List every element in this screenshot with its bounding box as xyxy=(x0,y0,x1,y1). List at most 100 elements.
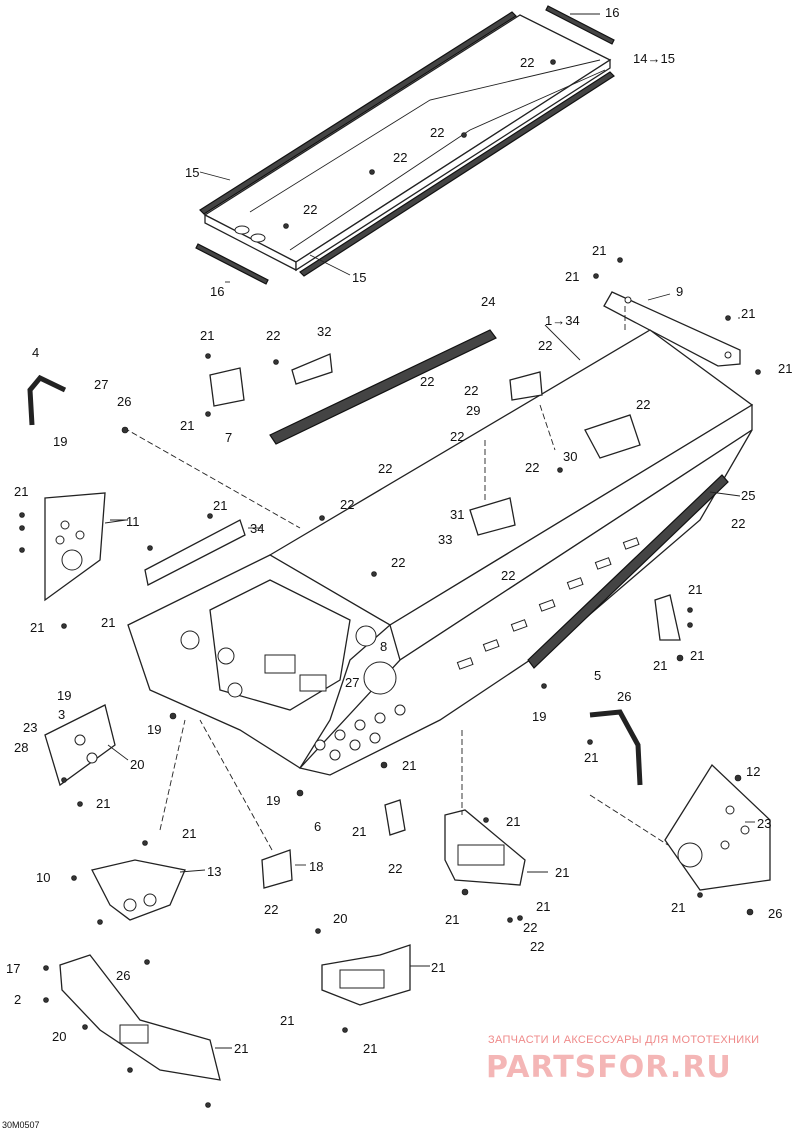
callout-label: 22 xyxy=(303,202,317,217)
callout-label: 26 xyxy=(116,968,130,983)
callout-label: 19 xyxy=(53,434,67,449)
callout-label: 21 xyxy=(536,899,550,914)
callout-label: 21 xyxy=(778,361,792,376)
callout-label: 20 xyxy=(52,1029,66,1044)
callout-label: 26 xyxy=(117,394,131,409)
callout-label: 22 xyxy=(464,383,478,398)
callout-label: 22 xyxy=(731,516,745,531)
callout-label: 21 xyxy=(182,826,196,841)
callout-label: 21 xyxy=(234,1041,248,1056)
callout-label: 27 xyxy=(94,377,108,392)
callout-label: 21 xyxy=(506,814,520,829)
callout-label: 10 xyxy=(36,870,50,885)
reinforcement-bar-part xyxy=(603,291,741,367)
callout-label: 33 xyxy=(438,532,452,547)
callout-label: 15 xyxy=(352,270,366,285)
callout-label: 21 xyxy=(14,484,28,499)
callout-label: 23 xyxy=(23,720,37,735)
callout-label: 29 xyxy=(466,403,480,418)
callout-label: 21 xyxy=(653,658,667,673)
guide-lines xyxy=(123,305,669,851)
callout-label: 3 xyxy=(58,707,65,722)
callout-label: 22 xyxy=(266,328,280,343)
callout-label: 25 xyxy=(741,488,755,503)
callout-label: 22 xyxy=(264,902,278,917)
callout-label: 22 xyxy=(450,429,464,444)
callout-label: 21 xyxy=(690,648,704,663)
callout-label: 16 xyxy=(210,284,224,299)
callout-label: 15 xyxy=(185,165,199,180)
callout-label: 19 xyxy=(57,688,71,703)
callout-label: 5 xyxy=(594,668,601,683)
callout-label: 21 xyxy=(555,865,569,880)
callout-label: 21 xyxy=(445,912,459,927)
fastener-dots xyxy=(19,59,761,1108)
callout-label: 22 xyxy=(420,374,434,389)
callout-label: 22 xyxy=(525,460,539,475)
callout-label: 32 xyxy=(317,324,331,339)
callout-label: 21 xyxy=(180,418,194,433)
callout-label: 22 xyxy=(520,55,534,70)
callout-label: 21 xyxy=(363,1041,377,1056)
callout-label: 21 xyxy=(565,269,579,284)
callout-label: 22 xyxy=(391,555,405,570)
callout-label: 27 xyxy=(345,675,359,690)
watermark-logo: PARTSFOR.RU xyxy=(486,1050,732,1085)
callout-label: 21 xyxy=(592,243,606,258)
callout-label: 21 xyxy=(101,615,115,630)
main-tunnel-frame-part xyxy=(127,329,754,776)
callout-label: 21 xyxy=(431,960,445,975)
callout-label: 16 xyxy=(605,5,619,20)
callout-label: 22 xyxy=(378,461,392,476)
callout-label: 9 xyxy=(676,284,683,299)
callout-label: 21 xyxy=(584,750,598,765)
callout-label: 19 xyxy=(147,722,161,737)
slide-runner-parts xyxy=(269,329,729,669)
callout-label: 11 xyxy=(126,514,140,529)
callout-label: 22 xyxy=(393,150,407,165)
callout-label: 22 xyxy=(636,397,650,412)
callout-label: 19 xyxy=(532,709,546,724)
callout-label: 26 xyxy=(617,689,631,704)
callout-label: 21 xyxy=(741,306,755,321)
callout-label: 23 xyxy=(757,816,771,831)
callout-label: 22 xyxy=(340,497,354,512)
callout-labels: 16 14→15 22 22 15 22 22 15 16 21 21 9 21… xyxy=(6,5,792,1056)
callout-label: 21 xyxy=(671,900,685,915)
callout-label: 2 xyxy=(14,992,21,1007)
callout-label: 21 xyxy=(200,328,214,343)
callout-label: 17 xyxy=(6,961,20,976)
callout-label: 28 xyxy=(14,740,28,755)
callout-label: 20 xyxy=(333,911,347,926)
callout-label: 21 xyxy=(213,498,227,513)
callout-label: 13 xyxy=(207,864,221,879)
callout-label: 21 xyxy=(688,582,702,597)
callout-label: 24 xyxy=(481,294,495,309)
callout-label: 34 xyxy=(250,521,264,536)
callout-label: 19 xyxy=(266,793,280,808)
callout-label: 14→15 xyxy=(633,51,675,66)
callout-label: 18 xyxy=(309,859,323,874)
callout-label: 22 xyxy=(430,125,444,140)
callout-label: 8 xyxy=(380,639,387,654)
tunnel-cover-part xyxy=(195,5,615,285)
callout-label: 21 xyxy=(352,824,366,839)
callout-label: 7 xyxy=(225,430,232,445)
callout-label: 20 xyxy=(130,757,144,772)
callout-label: 1→34 xyxy=(545,313,580,328)
callout-label: 22 xyxy=(388,861,402,876)
callout-label: 22 xyxy=(530,939,544,954)
callout-label: 26 xyxy=(768,906,782,921)
callout-label: 6 xyxy=(314,819,321,834)
callout-leaders xyxy=(104,13,755,1049)
callout-label: 21 xyxy=(96,796,110,811)
callout-label: 22 xyxy=(523,920,537,935)
watermark-tagline: ЗАПЧАСТИ И АКСЕССУАРЫ ДЛЯ МОТОТЕХНИКИ xyxy=(488,1034,760,1046)
callout-label: 21 xyxy=(30,620,44,635)
callout-label: 22 xyxy=(501,568,515,583)
callout-label: 31 xyxy=(450,507,464,522)
callout-label: 4 xyxy=(32,345,39,360)
callout-label: 12 xyxy=(746,764,760,779)
callout-label: 30 xyxy=(563,449,577,464)
